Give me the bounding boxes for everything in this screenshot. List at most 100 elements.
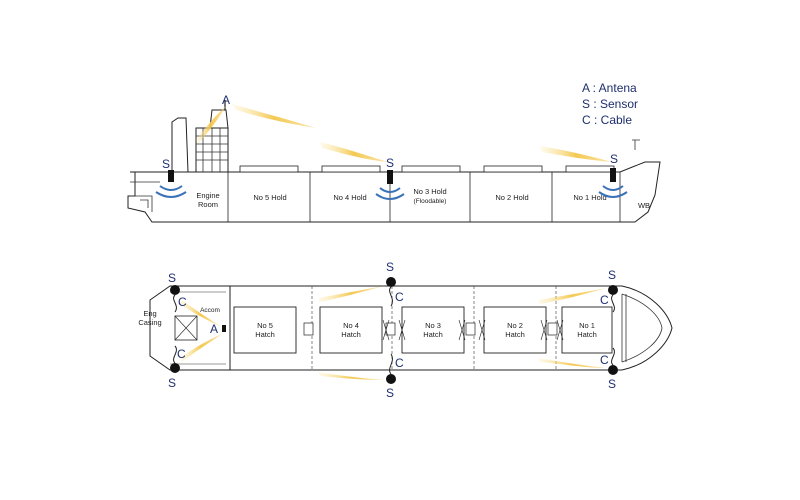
sensor-dot-icon bbox=[608, 365, 618, 375]
legend-sensor: S : Sensor bbox=[582, 97, 638, 111]
sensor-dot-icon bbox=[386, 374, 396, 384]
hold-label-2: No 2 Hold bbox=[495, 193, 528, 202]
plan-sensor-bow-top: S C bbox=[600, 268, 618, 313]
sensor-dot-icon bbox=[386, 277, 396, 287]
plan-cable-mark: C bbox=[600, 293, 609, 307]
plan-sensor-mark: S bbox=[386, 386, 394, 400]
beam-side-hold1 bbox=[540, 146, 612, 162]
eng-casing-cross bbox=[174, 315, 198, 341]
cable-line bbox=[611, 347, 615, 366]
side-sensor-mark-stern: S bbox=[162, 157, 170, 171]
eng-casing-label-1: Eng bbox=[143, 309, 156, 318]
hold-label-3: No 3 Hold bbox=[413, 187, 446, 196]
sensor-body bbox=[387, 170, 393, 184]
hatch-connectors bbox=[303, 322, 558, 336]
hold-sub-3: (Floodable) bbox=[414, 198, 447, 205]
side-sensor-stern: S bbox=[155, 157, 187, 198]
plan-sensor-mid-top: S C bbox=[386, 260, 404, 307]
plan-sensor-mark: S bbox=[168, 271, 176, 285]
hatch-label-4-1: No 4 bbox=[343, 321, 359, 330]
hold-label-5: No 5 Hold bbox=[253, 193, 286, 202]
cable-line bbox=[389, 353, 393, 375]
side-sensor-hold1: S bbox=[598, 152, 628, 198]
bow-inner bbox=[621, 293, 663, 363]
plan-cable-mark: C bbox=[395, 356, 404, 370]
wave-icon bbox=[598, 191, 628, 198]
eng-casing-label-2: Casing bbox=[138, 318, 161, 327]
beam-plan-mid-top bbox=[318, 286, 384, 302]
side-sensor-mark-hold1: S bbox=[610, 152, 618, 166]
side-antenna-mark: A bbox=[222, 93, 230, 107]
plan-sensor-mark: S bbox=[608, 268, 616, 282]
accom-label: Accom bbox=[200, 307, 220, 314]
wave-icon bbox=[602, 185, 624, 191]
beam-plan-mid-bottom bbox=[318, 372, 384, 380]
stern-details bbox=[130, 181, 160, 212]
plan-sensor-mark: S bbox=[608, 377, 616, 391]
cable-line bbox=[173, 294, 177, 313]
engine-room-label-1: Engine bbox=[196, 191, 219, 200]
side-sensor-mark-hold3: S bbox=[386, 156, 394, 170]
wave-icon bbox=[375, 193, 405, 200]
wave-icon bbox=[379, 187, 401, 193]
plan-cable-mark: C bbox=[177, 347, 186, 361]
side-view: Engine Room No 5 Hold No 4 Hold No 3 Hol… bbox=[127, 93, 661, 223]
cable-line bbox=[173, 345, 177, 364]
bridge-decks bbox=[196, 128, 228, 172]
hatch-x-marks bbox=[382, 319, 564, 341]
hatch-label-3-2: Hatch bbox=[423, 330, 443, 339]
sensor-body bbox=[168, 170, 174, 182]
side-sensor-hold3: S bbox=[375, 156, 405, 200]
beam-plan-stern-top bbox=[180, 300, 220, 326]
bow-label: WB bbox=[638, 201, 650, 210]
funnel bbox=[171, 117, 189, 173]
beam-plan-bow-bottom bbox=[538, 358, 606, 368]
plan-cable-mark: C bbox=[600, 353, 609, 367]
hatch-label-1-2: Hatch bbox=[577, 330, 597, 339]
beam-side-hold3 bbox=[320, 142, 388, 162]
plan-sensor-stern-bottom: C S bbox=[168, 345, 186, 390]
wheelhouse bbox=[209, 109, 229, 129]
plan-cable-mark: C bbox=[395, 290, 404, 304]
sensor-dot-icon bbox=[608, 285, 618, 295]
beam-side-stern bbox=[196, 106, 226, 144]
wave-icon bbox=[155, 191, 187, 198]
side-beams bbox=[196, 104, 612, 162]
sensor-body bbox=[610, 168, 616, 182]
beam-side-antenna bbox=[232, 104, 316, 128]
cable-line bbox=[611, 294, 615, 313]
bow-mast bbox=[632, 139, 640, 150]
hatch-boxes bbox=[233, 306, 613, 354]
hatch-label-5-2: Hatch bbox=[255, 330, 275, 339]
sensor-dot-icon bbox=[170, 363, 180, 373]
antenna-unit-icon bbox=[222, 325, 226, 332]
engine-room-label-2: Room bbox=[198, 200, 218, 209]
legend-cable: C : Cable bbox=[582, 113, 632, 127]
plan-beams bbox=[180, 286, 606, 380]
sensor-dot-icon bbox=[170, 285, 180, 295]
hatch-label-4-2: Hatch bbox=[341, 330, 361, 339]
hold-label-1: No 1 Hold bbox=[573, 193, 606, 202]
plan-sensor-stern-top: S C bbox=[168, 271, 187, 313]
plan-cable-mark: C bbox=[178, 295, 187, 309]
plan-antenna-mark: A bbox=[210, 322, 218, 336]
hold-label-4: No 4 Hold bbox=[333, 193, 366, 202]
cable-line bbox=[389, 286, 393, 307]
plan-sensor-mark: S bbox=[386, 260, 394, 274]
plan-view: Eng Casing Accom bbox=[138, 260, 673, 400]
plan-sensor-mid-bottom: C S bbox=[386, 353, 404, 400]
hatch-label-2-1: No 2 bbox=[507, 321, 523, 330]
plan-sensor-bow-bottom: C S bbox=[600, 347, 618, 391]
hatch-label-5-1: No 5 bbox=[257, 321, 273, 330]
hatch-label-2-2: Hatch bbox=[505, 330, 525, 339]
wave-icon bbox=[159, 185, 183, 191]
legend: A : Antena S : Sensor C : Cable bbox=[582, 81, 638, 127]
plan-sensor-mark: S bbox=[168, 376, 176, 390]
hatch-label-3-1: No 3 bbox=[425, 321, 441, 330]
hatch-label-1-1: No 1 bbox=[579, 321, 595, 330]
hatch-covers bbox=[239, 165, 615, 173]
beam-plan-stern-bottom bbox=[180, 334, 222, 362]
beam-plan-bow-top bbox=[538, 288, 606, 304]
legend-antenna: A : Antena bbox=[582, 81, 637, 95]
